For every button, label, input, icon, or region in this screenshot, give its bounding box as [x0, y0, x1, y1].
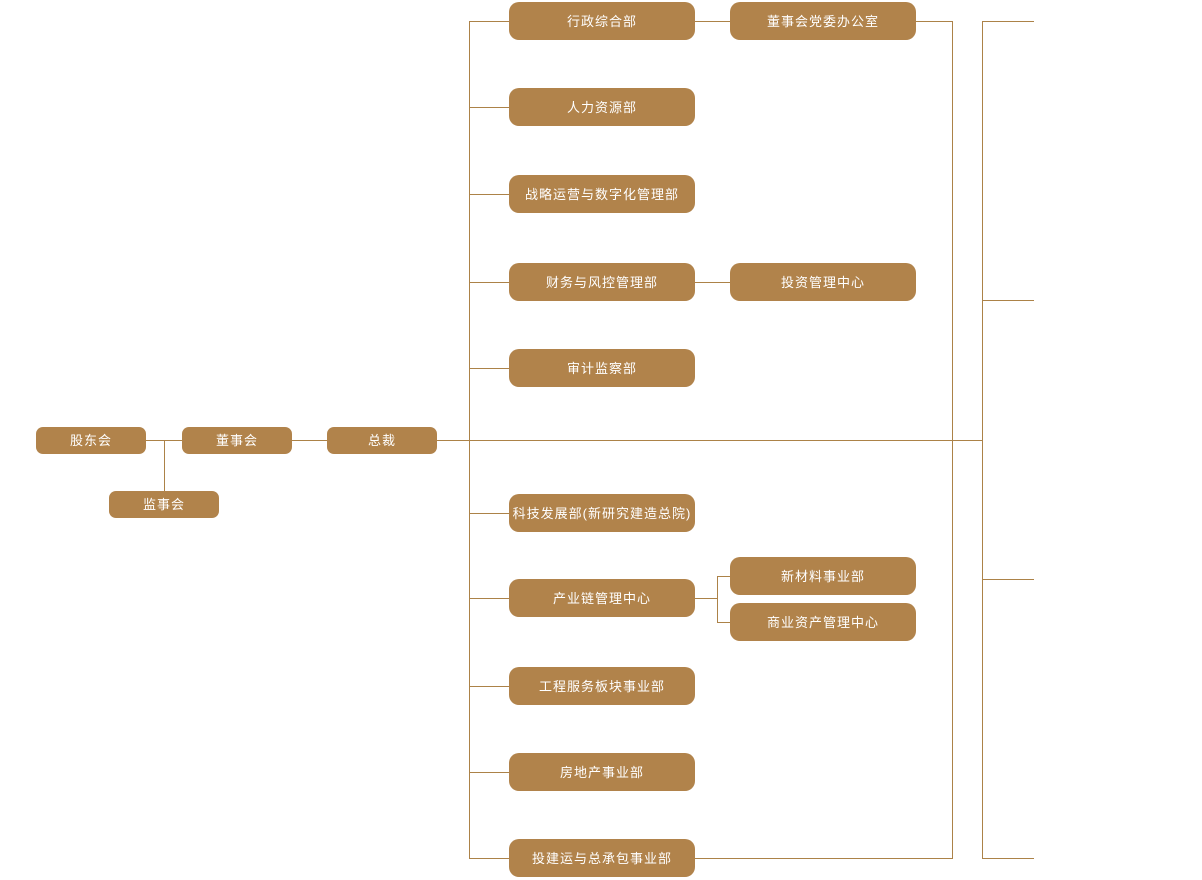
node-president: 总裁	[327, 427, 437, 454]
node-real-estate-dept: 房地产事业部	[509, 753, 695, 791]
node-admin-dept: 行政综合部	[509, 2, 695, 40]
node-tech-dept: 科技发展部(新研究建造总院)	[509, 494, 695, 532]
connector-line	[717, 622, 730, 623]
node-board: 董事会	[182, 427, 292, 454]
connector-line	[164, 441, 165, 491]
node-new-materials-dept: 新材料事业部	[730, 557, 916, 595]
connector-line	[695, 21, 730, 22]
node-shareholders: 股东会	[36, 427, 146, 454]
connector-line	[469, 194, 509, 195]
connector-line	[469, 282, 509, 283]
connector-line	[469, 686, 509, 687]
node-engineering-dept: 工程服务板块事业部	[509, 667, 695, 705]
connector-line	[916, 21, 952, 22]
connector-line	[469, 21, 470, 859]
connector-line	[982, 21, 983, 859]
connector-line	[469, 858, 509, 859]
connector-line	[437, 440, 982, 441]
truncated-connector-stub	[982, 300, 1034, 301]
connector-line	[469, 107, 509, 108]
node-commercial-assets-center: 商业资产管理中心	[730, 603, 916, 641]
truncated-connector-stub	[982, 21, 1034, 22]
node-strategy-dept: 战略运营与数字化管理部	[509, 175, 695, 213]
node-industry-chain-center: 产业链管理中心	[509, 579, 695, 617]
connector-line	[717, 576, 718, 622]
node-epc-dept: 投建运与总承包事业部	[509, 839, 695, 877]
connector-line	[717, 576, 730, 577]
truncated-connector-stub	[982, 579, 1034, 580]
connector-line	[952, 21, 953, 859]
node-investment-center: 投资管理中心	[730, 263, 916, 301]
connector-line	[469, 21, 509, 22]
node-hr-dept: 人力资源部	[509, 88, 695, 126]
connector-line	[146, 440, 182, 441]
node-supervisory: 监事会	[109, 491, 219, 518]
connector-line	[695, 598, 717, 599]
connector-line	[469, 772, 509, 773]
connector-line	[695, 282, 730, 283]
connector-line	[469, 598, 509, 599]
connector-line	[469, 368, 509, 369]
node-finance-dept: 财务与风控管理部	[509, 263, 695, 301]
connector-line	[469, 513, 509, 514]
node-audit-dept: 审计监察部	[509, 349, 695, 387]
connector-line	[695, 858, 952, 859]
connector-line	[292, 440, 327, 441]
truncated-connector-stub	[982, 858, 1034, 859]
node-party-office: 董事会党委办公室	[730, 2, 916, 40]
